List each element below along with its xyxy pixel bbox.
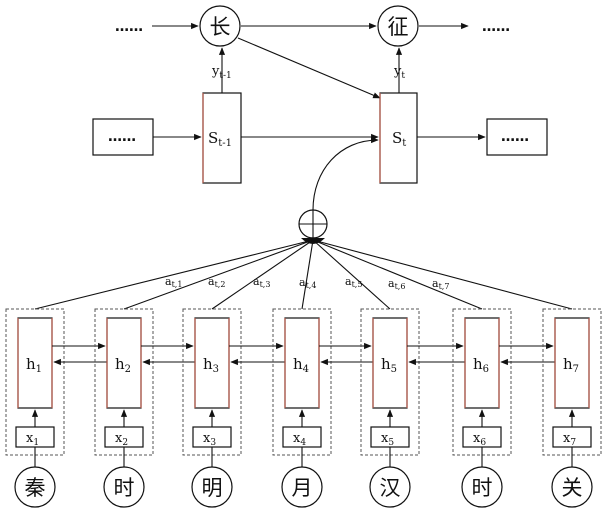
attention-line-6 — [312, 239, 483, 310]
state-box-2: St — [379, 92, 418, 184]
attention-weight-7: at,7 — [432, 277, 449, 291]
top-left-ellipsis: …… — [115, 19, 143, 35]
input-label-2: x2 — [115, 431, 128, 448]
source-char-node-6 — [461, 466, 503, 508]
attention-weight-1: at,1 — [165, 275, 182, 289]
state-label-2: St — [392, 129, 406, 149]
attention-line-2 — [123, 239, 314, 310]
hidden-label-7: h7 — [563, 355, 579, 375]
hidden-label-2: h2 — [115, 355, 131, 375]
hidden-label-4: h4 — [293, 355, 309, 375]
encoder-step-1: h1 x1 秦 — [5, 308, 65, 508]
attention-weight-3: at,3 — [253, 275, 270, 289]
source-char-node-7 — [551, 466, 593, 508]
source-char-3: 明 — [202, 476, 223, 500]
source-char-1: 秦 — [25, 476, 46, 500]
source-char-node-4 — [281, 466, 323, 508]
attention-line-7 — [312, 239, 573, 310]
hidden-box-6 — [464, 317, 500, 409]
hidden-box-4 — [284, 317, 320, 409]
attention-weight-6: at,6 — [388, 277, 405, 291]
input-label-1: x1 — [26, 431, 39, 448]
left-ellipsis-box — [92, 118, 154, 156]
input-label-4: x4 — [293, 431, 306, 448]
encoder-step-4: h4 x4 月 — [272, 308, 332, 508]
attention-line-5 — [312, 239, 391, 310]
context-curve — [312, 136, 379, 211]
output-label-2: yt — [393, 64, 405, 81]
attention-weight-5: at,5 — [345, 275, 362, 289]
hidden-label-1: h1 — [26, 355, 42, 375]
encoder-step-6: h6 x6 时 — [452, 308, 512, 508]
hidden-box-1 — [17, 317, 53, 409]
right-ellipsis-box — [486, 118, 548, 156]
hidden-box-5 — [372, 317, 408, 409]
hidden-label-6: h6 — [473, 355, 489, 375]
source-char-7: 关 — [562, 476, 583, 500]
sum-node — [298, 209, 328, 244]
source-char-4: 月 — [292, 476, 313, 500]
source-char-node-2 — [103, 466, 145, 508]
attention-line-4 — [301, 239, 314, 310]
right-box-ellipsis: …… — [501, 129, 529, 145]
hidden-label-3: h3 — [203, 355, 219, 375]
source-char-node-3 — [191, 466, 233, 508]
encoder-step-2: h2 x2 时 — [94, 308, 154, 508]
left-box-ellipsis: …… — [108, 129, 136, 145]
source-char-2: 时 — [114, 476, 135, 500]
output-node-2: 征 — [377, 5, 419, 47]
source-char-node-1 — [14, 466, 56, 508]
source-char-node-5 — [369, 466, 411, 508]
encoder-step-3: h3 x3 明 — [182, 308, 242, 508]
attention-lines — [34, 239, 573, 310]
arrow-output-1-to-state-2 — [237, 37, 381, 99]
hidden-label-5: h5 — [381, 355, 397, 375]
output-label-1: yt-1 — [211, 64, 232, 81]
attention-weight-4: at,4 — [299, 276, 316, 290]
attention-line-3 — [211, 239, 314, 310]
attention-line-1 — [34, 239, 314, 310]
output-char-2: 征 — [388, 15, 409, 39]
state-label-1: St-1 — [208, 129, 232, 149]
input-label-3: x3 — [203, 431, 216, 448]
encoder-step-7: h7 x7 关 — [542, 308, 602, 508]
input-label-5: x5 — [381, 431, 394, 448]
encoder-row: h1 x1 秦 h2 x2 时 h3 x3 明 h4 x4 月 h5 x5 汉 h6 x6 时 h7 x7 关 — [5, 308, 602, 508]
output-char-1: 长 — [210, 15, 231, 39]
encoder-step-5: h5 x5 汉 — [360, 308, 420, 508]
top-right-ellipsis: …… — [482, 19, 510, 35]
state-box-1: St-1 — [202, 92, 242, 184]
source-char-5: 汉 — [380, 476, 401, 500]
input-label-6: x6 — [473, 431, 486, 448]
attention-weight-2: at,2 — [208, 275, 225, 289]
input-label-7: x7 — [563, 431, 576, 448]
attention-labels: at,1 at,2 at,3 at,4 at,5 at,6 at,7 — [165, 275, 449, 291]
output-node-1: 长 — [199, 5, 241, 47]
source-char-6: 时 — [472, 476, 493, 500]
